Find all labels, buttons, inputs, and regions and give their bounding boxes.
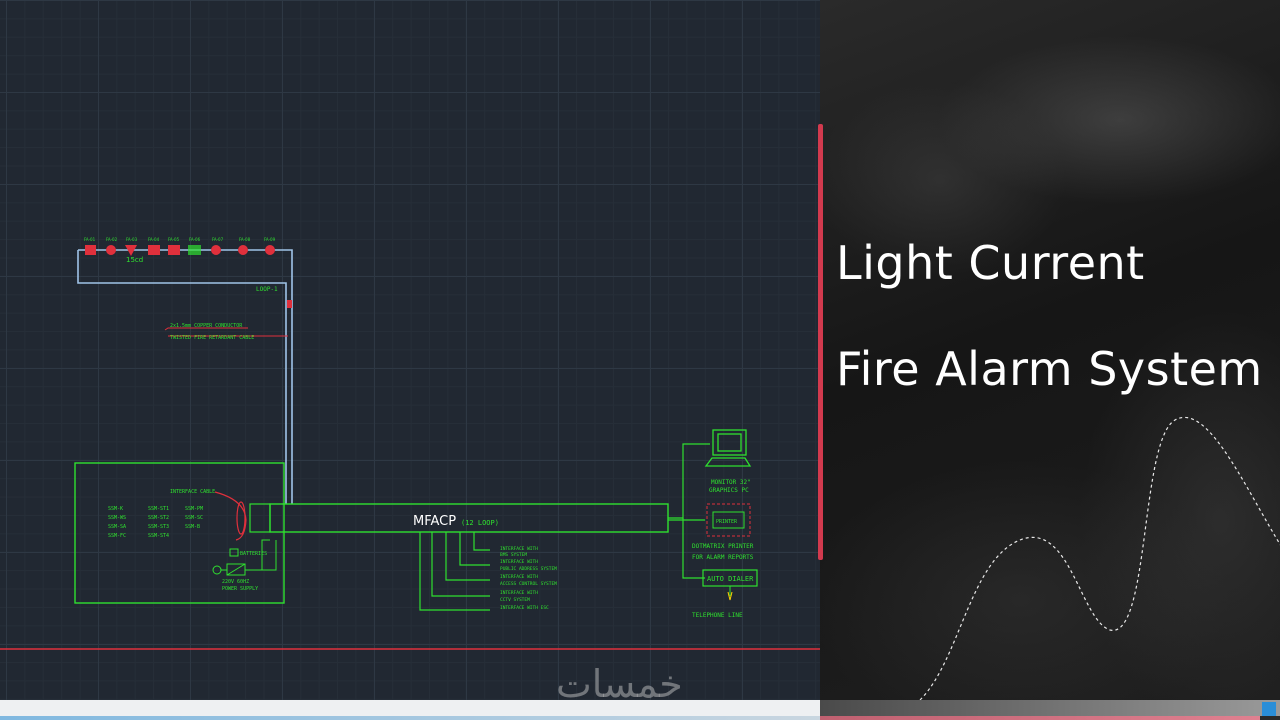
ssm-label: SSM-SC xyxy=(185,515,203,521)
svg-text:FA-07: FA-07 xyxy=(212,237,224,242)
svg-text:FA-09: FA-09 xyxy=(264,237,276,242)
printer-icon xyxy=(706,503,751,537)
interface-label: INTERFACE WITH xyxy=(500,546,538,552)
svg-text:FA-03: FA-03 xyxy=(126,237,138,242)
subpanel-box xyxy=(74,462,285,604)
monitor-label-1: MONITOR 32" xyxy=(711,479,751,486)
bottom-strip-left xyxy=(0,700,820,716)
ssm-label: SSM-K xyxy=(108,506,123,512)
progress-line xyxy=(0,716,820,720)
batteries-label: BATTERIES xyxy=(240,551,267,557)
loop-wire xyxy=(77,250,287,504)
riser-diagram: LOOP-1 FA-01 FA-02 FA-03 FA-04 FA-05 FA-… xyxy=(0,237,820,650)
ssm-label: SSM-PM xyxy=(185,506,203,512)
ssm-label: SSM-FC xyxy=(108,533,126,539)
interface-label: ACCESS CONTROL SYSTEM xyxy=(500,581,557,587)
ssm-label: SSM-ST1 xyxy=(148,506,169,512)
svg-text:FA-04: FA-04 xyxy=(148,237,160,242)
mfacp-label: MFACP xyxy=(413,514,456,529)
ssm-label: SSM-WS xyxy=(108,515,126,521)
title-panel xyxy=(820,0,1280,720)
printer-label-2: FOR ALARM REPORTS xyxy=(692,554,754,561)
interface-label: INTERFACE WITH xyxy=(500,574,538,580)
interface-label: CCTV SYSTEM xyxy=(500,597,530,603)
power-label-2: POWER SUPPLY xyxy=(222,586,258,592)
title-line-2: Fire Alarm System xyxy=(836,342,1263,396)
cable-note-2: TWISTED FIRE RETARDANT CABLE xyxy=(170,335,254,341)
device-candela: 15cd xyxy=(126,256,143,264)
interface-label: PUBLIC ADDRESS SYSTEM xyxy=(500,566,557,572)
auto-dialer-label: AUTO DIALER xyxy=(707,575,754,583)
monitor-label-2: GRAPHICS PC xyxy=(709,487,749,494)
corner-marker xyxy=(1262,702,1276,716)
ssm-label: SSM-B xyxy=(185,524,200,530)
bottom-accent-line xyxy=(820,716,1260,720)
interface-cable-label: INTERFACE CABLE xyxy=(170,489,215,495)
title-line-1: Light Current xyxy=(836,236,1145,290)
ssm-label: SSM-ST2 xyxy=(148,515,169,521)
svg-text:FA-08: FA-08 xyxy=(239,237,251,242)
dashed-curve-decoration xyxy=(919,416,1280,701)
interface-label: BMS SYSTEM xyxy=(500,552,527,558)
svg-text:FA-06: FA-06 xyxy=(189,237,201,242)
ssm-label: SSM-ST4 xyxy=(148,533,169,539)
svg-text:FA-01: FA-01 xyxy=(84,237,96,242)
monitor-icon xyxy=(704,429,752,467)
svg-text:FA-02: FA-02 xyxy=(106,237,118,242)
cable-note-1: 2x1.5mm COPPER CONDUCTOR xyxy=(170,323,243,329)
accent-bar xyxy=(818,124,823,560)
cad-drawing: LOOP-1 FA-01 FA-02 FA-03 FA-04 FA-05 FA-… xyxy=(0,0,820,700)
loop-label: LOOP-1 xyxy=(256,286,278,293)
loop-marker xyxy=(287,300,292,308)
telephone-line-label: TELEPHONE LINE xyxy=(692,612,743,619)
mfacp-suffix: (12 LOOP) xyxy=(461,519,499,527)
mfacp-panel xyxy=(269,503,669,533)
bottom-strip-right xyxy=(820,700,1280,716)
interface-label: INTERFACE WITH xyxy=(500,590,538,596)
interface-label: INTERFACE WITH xyxy=(500,559,538,565)
detector-devices: FA-01 FA-02 FA-03 FA-04 FA-05 FA-06 FA-0… xyxy=(84,237,276,256)
printer-label-1: DOTMATRIX PRINTER xyxy=(692,543,754,550)
interface-label: INTERFACE WITH ESC xyxy=(500,605,549,611)
watermark-logo: خمسات xyxy=(556,662,683,706)
printer-box-label: PRINTER xyxy=(716,519,738,525)
ssm-label: SSM-ST3 xyxy=(148,524,169,530)
svg-text:FA-05: FA-05 xyxy=(168,237,180,242)
ssm-label: SSM-SA xyxy=(108,524,126,530)
power-label-1: 220V 60HZ xyxy=(222,579,249,585)
